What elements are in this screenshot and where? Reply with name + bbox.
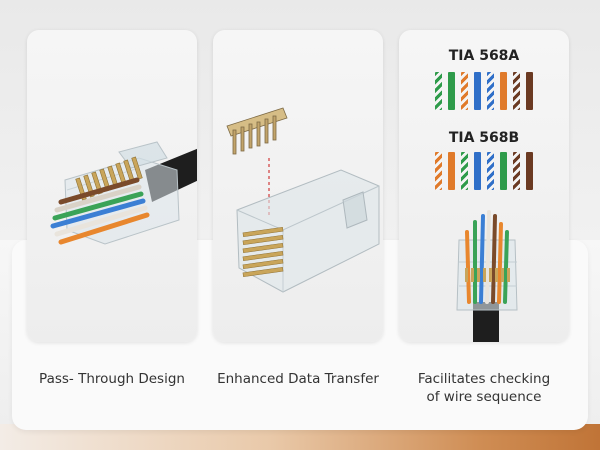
data-transfer-card <box>213 30 383 342</box>
pass-through-connector-illustration <box>50 141 197 245</box>
tia-568b-wire-5 <box>487 152 494 190</box>
tia-568b-wire-diagram <box>435 152 539 190</box>
tia-568a-wire-diagram <box>435 72 539 110</box>
tia-568b-wire-3 <box>461 152 468 190</box>
caption-wire-sequence-line1: Facilitates checking <box>417 371 551 387</box>
caption-pass-through: Pass- Through Design <box>39 371 185 387</box>
pass-through-card <box>27 30 197 342</box>
wire-sequence-card: TIA 568A TIA 568B <box>399 30 569 342</box>
caption-wire-sequence: Facilitates checking of wire sequence <box>392 370 576 406</box>
tia-568b-wire-4 <box>474 152 481 190</box>
tia-568b-wire-6 <box>500 152 507 190</box>
tia-568a-wire-2 <box>448 72 455 110</box>
tia-568b-wire-8 <box>526 152 533 190</box>
tia-568b-wire-1 <box>435 152 442 190</box>
tia-568a-wire-3 <box>461 72 468 110</box>
caption-wire-sequence-line2: of wire sequence <box>426 389 542 405</box>
tia-568a-wire-1 <box>435 72 442 110</box>
tia-568a-wire-6 <box>500 72 507 110</box>
connector-with-wires-illustration <box>456 210 518 342</box>
tia-568a-wire-4 <box>474 72 481 110</box>
contact-pin-illustration <box>226 107 380 293</box>
caption-data-transfer: Enhanced Data Transfer <box>217 371 379 387</box>
tia-568b-wire-2 <box>448 152 455 190</box>
tia-568a-wire-7 <box>513 72 520 110</box>
tia-568b-title: TIA 568B <box>448 130 520 146</box>
tia-568a-title: TIA 568A <box>448 48 520 64</box>
tia-568b-wire-7 <box>513 152 520 190</box>
tia-568a-wire-8 <box>526 72 533 110</box>
tia-568a-wire-5 <box>487 72 494 110</box>
